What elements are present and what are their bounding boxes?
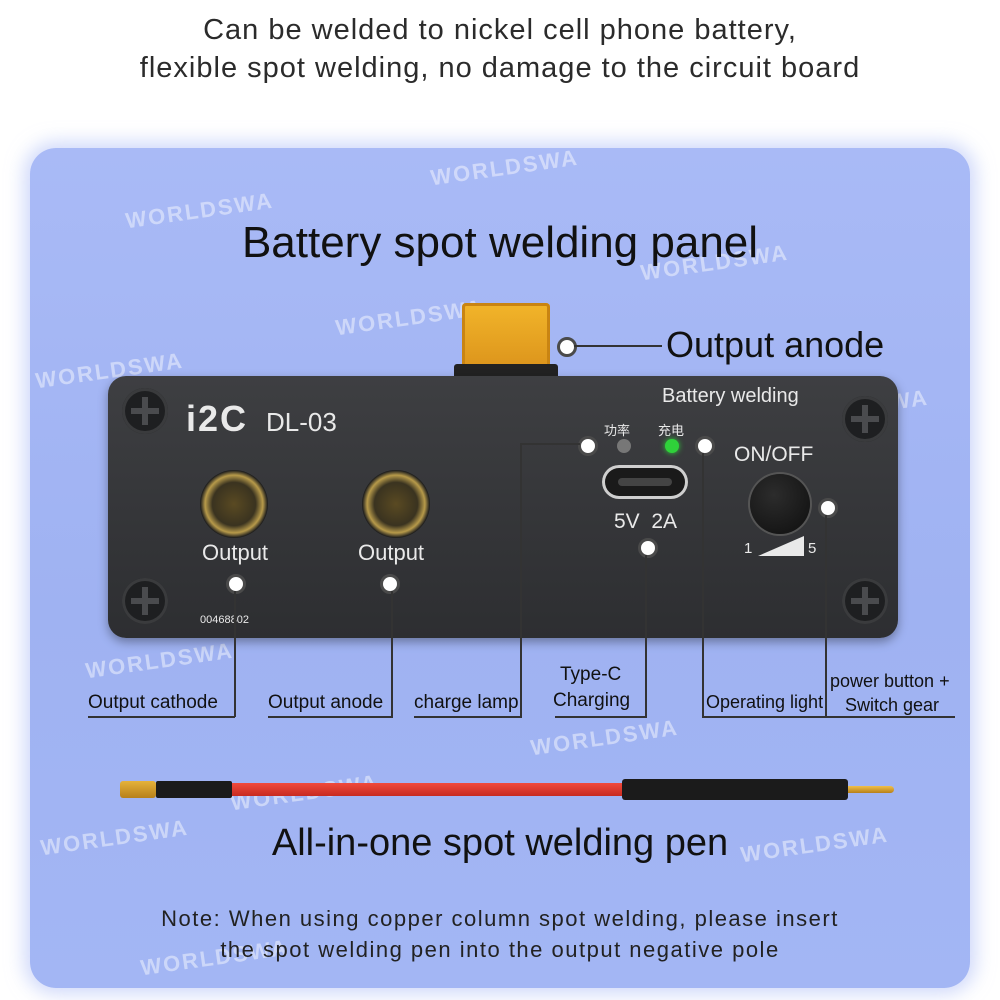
- pen-black-handle: [622, 779, 848, 800]
- screw-icon: [122, 578, 168, 624]
- callout-dot: [226, 574, 246, 594]
- note-line-2: the spot welding pen into the output neg…: [220, 937, 780, 962]
- charge-lamp-label: charge lamp: [414, 692, 519, 713]
- charge-led-label: 充电: [658, 423, 685, 438]
- brand-logo: i2C: [186, 398, 249, 439]
- charge-led-icon: [665, 439, 679, 453]
- callout-dot: [380, 574, 400, 594]
- callout-line: [702, 453, 704, 717]
- callout-line: [574, 345, 662, 347]
- usb-spec-label: 5V 2A: [614, 510, 678, 533]
- callout-dot: [578, 436, 598, 456]
- typec-label-line2: Charging: [553, 690, 631, 711]
- output-socket-cathode[interactable]: [200, 470, 268, 538]
- power-led-label: 功率: [604, 423, 631, 438]
- callout-line: [234, 591, 236, 717]
- pen-black-sleeve-left: [156, 781, 232, 798]
- pen-gold-plug: [120, 781, 156, 798]
- serial-number: 00468802: [200, 614, 249, 626]
- callout-dot: [818, 498, 838, 518]
- power-led-icon: [617, 439, 631, 453]
- typec-label-line1: Type-C: [560, 664, 622, 685]
- callout-line: [825, 716, 955, 718]
- gear-scale-icon: [758, 536, 804, 556]
- output-socket-anode[interactable]: [362, 470, 430, 538]
- callout-line: [391, 591, 393, 717]
- callout-line: [520, 443, 522, 717]
- callout-line: [414, 716, 522, 718]
- callout-line: [555, 716, 647, 718]
- usb-c-port[interactable]: [602, 465, 688, 499]
- operating-light-label: Operating light: [706, 692, 824, 712]
- onoff-label: ON/OFF: [734, 443, 814, 466]
- pen-title: All-in-one spot welding pen: [271, 822, 729, 864]
- callout-line: [645, 555, 647, 717]
- callout-line: [88, 716, 235, 718]
- callout-line: [520, 443, 580, 445]
- output-cathode-label: Output cathode: [88, 692, 218, 713]
- model-name: DL-03: [266, 407, 337, 437]
- pen-red-cable: [232, 783, 624, 796]
- callout-dot: [695, 436, 715, 456]
- screw-icon: [122, 388, 168, 434]
- gear-min-label: 1: [744, 540, 753, 557]
- note-line-1: Note: When using copper column spot weld…: [161, 906, 839, 931]
- screw-icon: [842, 578, 888, 624]
- output-label-left: Output: [202, 540, 269, 565]
- output-anode-label: Output anode: [268, 692, 384, 713]
- callout-line: [268, 716, 393, 718]
- header-line-1: Can be welded to nickel cell phone batte…: [203, 14, 797, 46]
- power-button-label-line1: power button +: [830, 671, 950, 691]
- callout-dot: [638, 538, 658, 558]
- power-button[interactable]: [750, 474, 810, 534]
- callout-line: [825, 515, 827, 717]
- battery-welding-label: Battery welding: [662, 385, 799, 407]
- pen-tip: [848, 786, 894, 793]
- output-anode-top-label: Output anode: [666, 324, 885, 365]
- callout-dot: [557, 337, 577, 357]
- header-line-2: flexible spot welding, no damage to the …: [139, 52, 861, 84]
- output-label-right: Output: [358, 540, 425, 565]
- callout-line: [702, 716, 826, 718]
- gear-max-label: 5: [808, 540, 817, 557]
- power-button-label-line2: Switch gear: [845, 695, 940, 715]
- panel-title: Battery spot welding panel: [241, 218, 759, 267]
- screw-icon: [842, 396, 888, 442]
